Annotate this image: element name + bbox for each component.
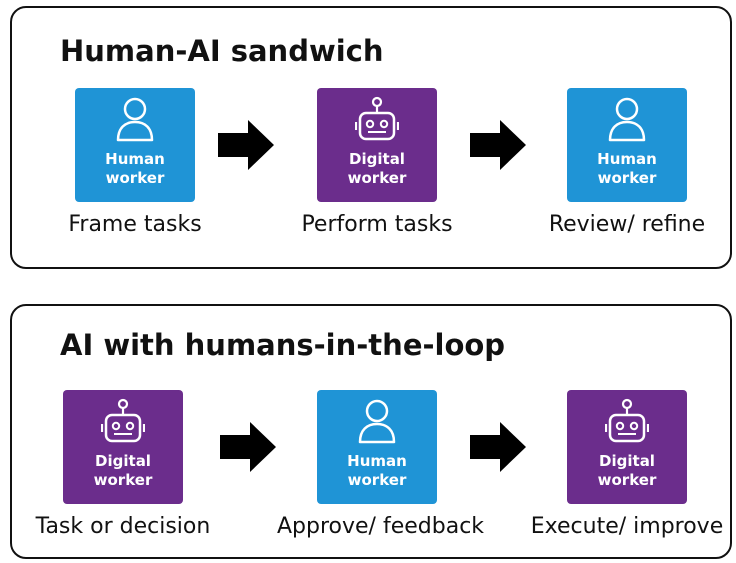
right-arrow-icon [470,422,526,472]
step-perform-tasks: Digital worker Perform tasks [277,88,477,237]
digital-worker-tile: Digital worker [567,390,687,504]
person-icon [358,399,396,444]
step-review-refine: Human worker Review/ refine [527,88,727,237]
step-approve-feedback: Human worker Approve/ feedback [277,390,485,539]
right-arrow-icon [470,120,526,170]
step-caption: Execute/ improve [530,514,724,539]
step-caption: Frame tasks [68,212,202,237]
step-caption: Approve/ feedback [277,514,485,539]
human-worker-tile: Human worker [75,88,195,202]
human-ai-sandwich-panel: Human-AI sandwich Human worker Frame tas… [10,6,732,269]
right-arrow-icon [218,120,274,170]
step-frame-tasks: Human worker Frame tasks [35,88,235,237]
panel-title: Human-AI sandwich [60,34,384,68]
robot-icon [355,96,399,141]
panel-title: AI with humans-in-the-loop [60,328,506,362]
step-task-or-decision: Digital worker Task or decision [23,390,223,539]
tile-label: Human worker [597,150,657,187]
digital-worker-tile: Digital worker [317,88,437,202]
step-execute-improve: Digital worker Execute/ improve [527,390,727,539]
step-caption: Perform tasks [301,212,453,237]
tile-label: Human worker [105,150,165,187]
tile-label: Digital worker [347,150,407,187]
tile-label: Digital worker [597,452,657,489]
person-icon [608,97,646,142]
human-worker-tile: Human worker [317,390,437,504]
step-caption: Review/ refine [548,212,706,237]
tile-label: Digital worker [93,452,153,489]
digital-worker-tile: Digital worker [63,390,183,504]
human-worker-tile: Human worker [567,88,687,202]
right-arrow-icon [220,422,276,472]
robot-icon [605,398,649,443]
person-icon [116,97,154,142]
ai-humans-in-the-loop-panel: AI with humans-in-the-loop Digital worke… [10,304,732,559]
step-caption: Task or decision [35,514,211,539]
robot-icon [101,398,145,443]
tile-label: Human worker [347,452,407,489]
